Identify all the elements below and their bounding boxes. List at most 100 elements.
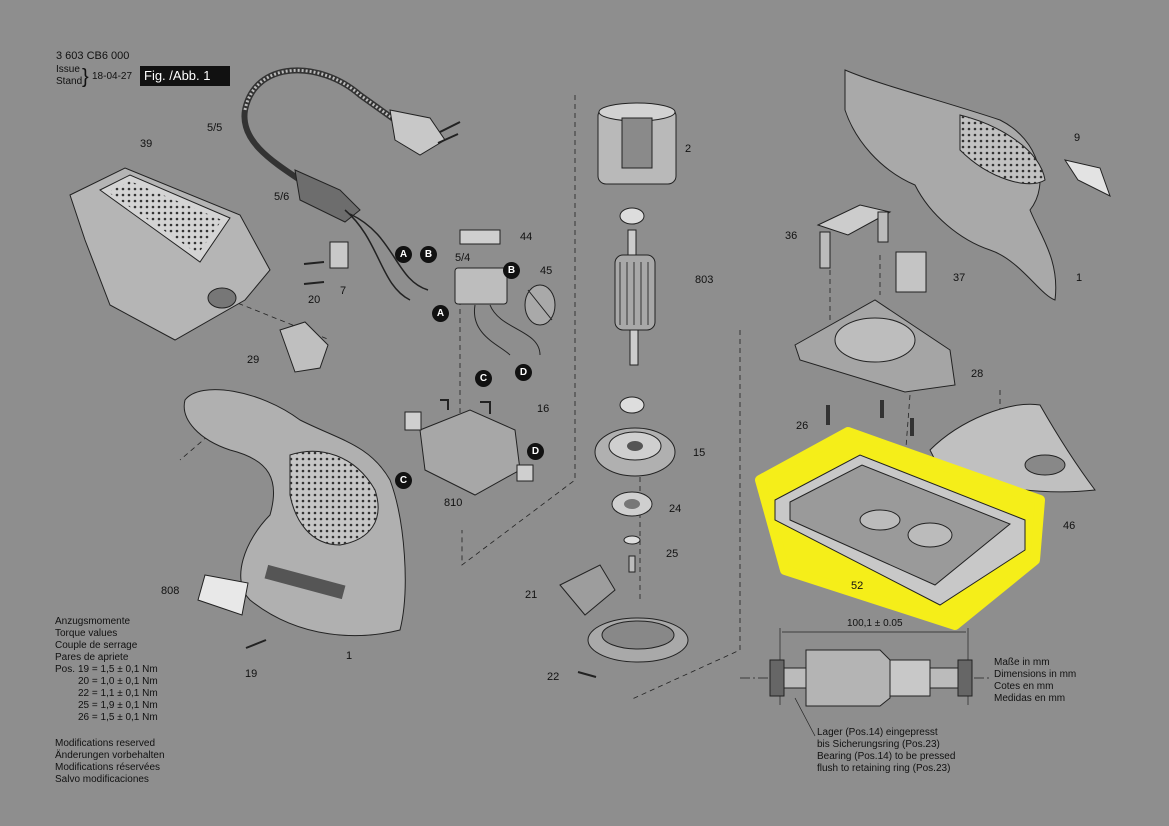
brace-glyph: } — [82, 66, 89, 88]
bracket-part-36 — [816, 204, 892, 269]
torque-title-de: Anzugsmomente — [55, 616, 131, 627]
bearing-note-line: Lager (Pos.14) eingepresst — [817, 727, 938, 738]
highlight-part-52 — [755, 427, 1045, 630]
wire-marker-b-switch: B — [503, 262, 520, 279]
sanding-pad-part-46 — [929, 403, 1096, 493]
callout-1-left: 1 — [346, 650, 353, 662]
torque-row: 20 = 1,0 ± 0,1 Nm — [78, 676, 158, 687]
callout-39: 39 — [140, 138, 153, 150]
callout-2: 2 — [685, 143, 692, 155]
torque-row: 25 = 1,9 ± 0,1 Nm — [78, 700, 158, 711]
stand-label: Stand — [56, 76, 83, 87]
bearing-lower — [619, 396, 645, 414]
bearing-note-line: flush to retaining ring (Pos.23) — [817, 763, 951, 774]
callout-44: 44 — [520, 231, 533, 243]
label-part-808 — [197, 574, 249, 616]
modifications-fr: Modifications réservées — [55, 762, 161, 773]
screws-part-26 — [826, 400, 914, 436]
bearing-upper — [619, 207, 645, 225]
torque-row: 22 = 1,1 ± 0,1 Nm — [78, 688, 158, 699]
torque-table: Pos. 19 = 1,5 ± 0,1 Nm 20 = 1,0 ± 0,1 Nm… — [55, 664, 158, 724]
part-45 — [524, 284, 556, 326]
wire-marker-c-brush: C — [395, 472, 412, 489]
callout-1-right: 1 — [1076, 272, 1083, 284]
units-es: Medidas en mm — [994, 693, 1066, 704]
callout-15: 15 — [693, 447, 706, 459]
issue-date: 18-04-27 — [92, 71, 133, 82]
wire-marker-d-brush: D — [527, 443, 544, 460]
callout-5-4: 5/4 — [455, 252, 471, 264]
callout-24: 24 — [669, 503, 682, 515]
torque-title-fr: Couple de serrage — [55, 640, 138, 651]
brush-holder-part-810 — [404, 399, 534, 496]
units-de: Maße in mm — [994, 657, 1050, 668]
callout-19: 19 — [245, 668, 258, 680]
bearing-note-line: bis Sicherungsring (Pos.23) — [817, 739, 940, 750]
callout-803: 803 — [695, 274, 714, 286]
units-en: Dimensions in mm — [994, 669, 1077, 680]
bearing-note: Lager (Pos.14) eingepresst bis Sicherung… — [817, 727, 955, 775]
callout-20: 20 — [308, 294, 321, 306]
cable-guard-part-5-6 — [294, 169, 429, 301]
callout-25: 25 — [666, 548, 679, 560]
callout-7: 7 — [340, 285, 347, 297]
issue-label: Issue — [56, 64, 80, 75]
callout-9: 9 — [1074, 132, 1081, 144]
bearing-part-24 — [611, 491, 653, 517]
wire-marker-a-switch: A — [432, 305, 449, 322]
fan-part-15 — [594, 427, 676, 477]
modifications-note: Modifications reserved Änderungen vorbeh… — [55, 738, 165, 786]
callout-45: 45 — [540, 265, 553, 277]
housing-bottom-part-21 — [559, 564, 689, 663]
torque-values: Anzugsmomente Torque values Couple de se… — [55, 616, 158, 724]
armature-detail-drawing — [740, 628, 990, 737]
label-part-9 — [1063, 159, 1111, 198]
callout-808: 808 — [161, 585, 180, 597]
callout-37: 37 — [953, 272, 966, 284]
part-number: 3 603 CB6 000 — [56, 50, 130, 62]
screw-part-19 — [245, 639, 267, 649]
callout-29: 29 — [247, 354, 260, 366]
callout-46: 46 — [1063, 520, 1076, 532]
torque-row: 26 = 1,5 ± 0,1 Nm — [78, 712, 158, 723]
torque-title-en: Torque values — [55, 628, 118, 639]
callout-22: 22 — [547, 671, 560, 683]
bracket-part-37 — [895, 251, 927, 293]
callout-28: 28 — [971, 368, 984, 380]
figure-label: Fig. /Abb. 1 — [140, 66, 230, 86]
callout-52: 52 — [851, 580, 864, 592]
units-fr: Cotes en mm — [994, 681, 1054, 692]
armature-part-803 — [614, 229, 656, 366]
dust-box-part-39 — [69, 167, 271, 341]
callout-5-5: 5/5 — [207, 122, 223, 134]
washer-screw-part-25 — [623, 535, 641, 573]
field-part-2 — [597, 102, 677, 185]
torque-pos-label: Pos. — [55, 664, 76, 675]
bearing-note-line: Bearing (Pos.14) to be pressed — [817, 751, 956, 762]
modifications-es: Salvo modificaciones — [55, 774, 149, 785]
wire-marker-b-cable: B — [420, 246, 437, 263]
power-cable-part-5-5 — [241, 67, 461, 183]
torque-title-es: Pares de apriete — [55, 652, 129, 663]
screw-part-22 — [577, 671, 597, 678]
modifications-de: Änderungen vorbehalten — [55, 750, 165, 761]
callout-26: 26 — [796, 420, 809, 432]
wire-marker-a-cable: A — [395, 246, 412, 263]
base-plate-part-28 — [794, 299, 956, 393]
callout-21: 21 — [525, 589, 538, 601]
switch-part-5-4 — [454, 229, 541, 356]
housing-half-part-1 — [183, 389, 406, 637]
dimension-label: 100,1 ± 0.05 — [847, 618, 903, 629]
callout-810: 810 — [444, 497, 463, 509]
wire-marker-d-switch: D — [515, 364, 532, 381]
cable-clamp-part-7 — [303, 241, 349, 285]
callout-36: 36 — [785, 230, 798, 242]
housing-half-right-part-1 — [844, 69, 1057, 301]
callout-5-6: 5/6 — [274, 191, 290, 203]
part-29 — [279, 321, 329, 373]
modifications-en: Modifications reserved — [55, 738, 156, 749]
torque-row: 19 = 1,5 ± 0,1 Nm — [78, 664, 158, 675]
wire-marker-c-switch: C — [475, 370, 492, 387]
